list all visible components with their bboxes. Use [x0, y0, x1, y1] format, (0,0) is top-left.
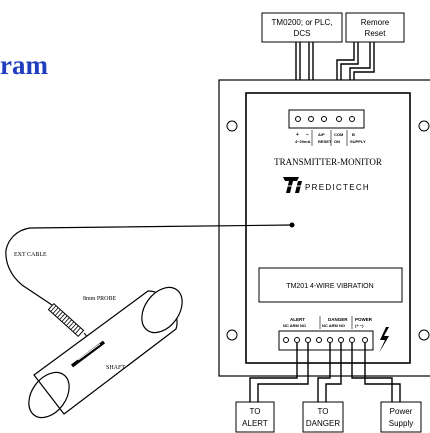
ext-cable-label: EXT CABLE	[14, 252, 47, 258]
controller-box-line2: DCS	[294, 29, 311, 38]
diagram-heading: ram	[0, 50, 48, 80]
ext-cable	[5, 224, 293, 306]
module-label: TM201 4-WIRE VIBRATION	[286, 283, 373, 290]
to-danger-line2: DANGER	[306, 419, 340, 428]
remote-reset-line2: Reset	[365, 29, 387, 38]
controller-box-line1: TM0200; or PLC,	[272, 18, 333, 27]
remote-reset-line1: Remore	[361, 18, 390, 27]
shaft	[28, 286, 183, 419]
label-b-sub: SUPPLY	[350, 139, 366, 144]
bottom-wires	[249, 343, 401, 402]
label-on: ON	[334, 139, 340, 144]
label-b: B	[352, 132, 355, 137]
label-alert-sub: NC ARM NO	[283, 323, 306, 328]
mount-hole-tl	[226, 120, 238, 132]
controller-box	[261, 12, 343, 43]
power-supply-line2: Supply	[389, 419, 413, 428]
bottom-terminal-block	[278, 330, 374, 351]
mount-hole-bl	[226, 329, 238, 341]
bottom-terminal-screws	[283, 337, 368, 343]
label-danger-sub: NC ARM NO	[322, 323, 345, 328]
label-minus: −	[306, 132, 309, 138]
brand-name: PREDICTECH	[305, 183, 370, 192]
transmitter-monitor-body	[245, 92, 411, 364]
top-terminal-screws	[295, 116, 355, 122]
lightning-bolt-icon	[379, 327, 389, 353]
to-alert-line1: TO	[250, 407, 261, 416]
bottom-terminal-labels: ALERT NC ARM NO DANGER NC ARM NO POWER (…	[283, 317, 373, 328]
power-supply-box	[380, 401, 422, 433]
label-power-sub: (+ −)	[355, 323, 364, 328]
label-ap: A/P	[318, 132, 325, 137]
label-alert: ALERT	[290, 317, 305, 322]
mount-hole-tr	[418, 120, 430, 132]
probe-label: 8mm PROBE	[83, 296, 117, 302]
to-danger-line1: TO	[318, 407, 329, 416]
label-range: 4~20mA	[295, 139, 311, 144]
predictech-logo	[282, 177, 302, 193]
label-com: COM	[334, 132, 344, 137]
label-power: POWER	[355, 317, 373, 322]
label-ap-sub: RESET	[318, 139, 332, 144]
module-label-plate	[258, 267, 403, 303]
power-supply-line1: Power	[390, 407, 413, 416]
remote-reset-box	[345, 12, 405, 43]
top-terminal-labels: + − 4~20mA A/P RESET COM ON B SUPPLY	[295, 132, 366, 144]
to-alert-box	[235, 401, 275, 433]
to-alert-line2: ALERT	[242, 419, 268, 428]
shaft-label: SHAFT	[106, 365, 125, 371]
to-danger-box	[302, 401, 344, 433]
probe-body	[47, 302, 85, 338]
label-danger: DANGER	[328, 317, 348, 322]
label-plus: +	[296, 132, 299, 138]
monitor-title: TRANSMITTER-MONITOR	[274, 157, 382, 167]
mount-hole-br	[418, 329, 430, 341]
